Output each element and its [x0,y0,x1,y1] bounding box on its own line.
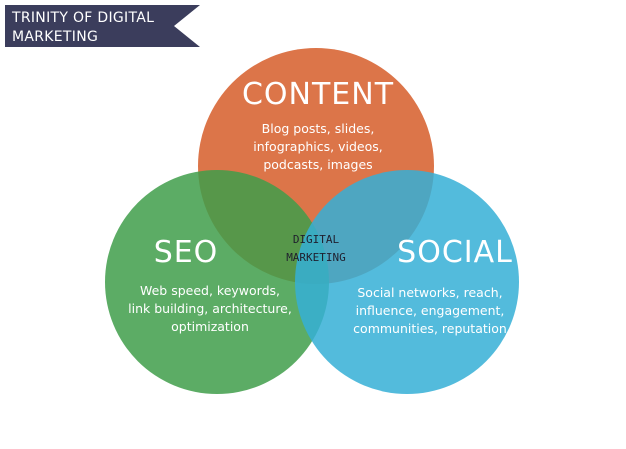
content-title: CONTENT [242,77,394,112]
social-circle [295,170,519,394]
seo-desc-line-3: optimization [171,319,249,334]
seo-desc-line-2: link building, architecture, [128,301,292,316]
banner-title-line-1: TRINITY OF DIGITAL [11,10,154,26]
seo-desc-line-1: Web speed, keywords, [140,283,280,298]
social-desc-line-2: influence, engagement, [356,303,505,318]
title-banner: TRINITY OF DIGITAL MARKETING [5,5,200,47]
social-desc-line-3: communities, reputation [353,321,507,336]
banner-ribbon [5,5,200,47]
social-title: SOCIAL [397,235,513,270]
center-label-line-2: MARKETING [286,251,346,264]
content-desc-line-3: podcasts, images [263,157,372,172]
seo-title: SEO [154,235,219,270]
content-desc-line-2: infographics, videos, [253,139,382,154]
banner-title-line-2: MARKETING [12,29,98,45]
content-desc-line-1: Blog posts, slides, [262,121,375,136]
social-desc-line-1: Social networks, reach, [357,285,502,300]
center-label-line-1: DIGITAL [293,233,340,246]
seo-circle [105,170,329,394]
